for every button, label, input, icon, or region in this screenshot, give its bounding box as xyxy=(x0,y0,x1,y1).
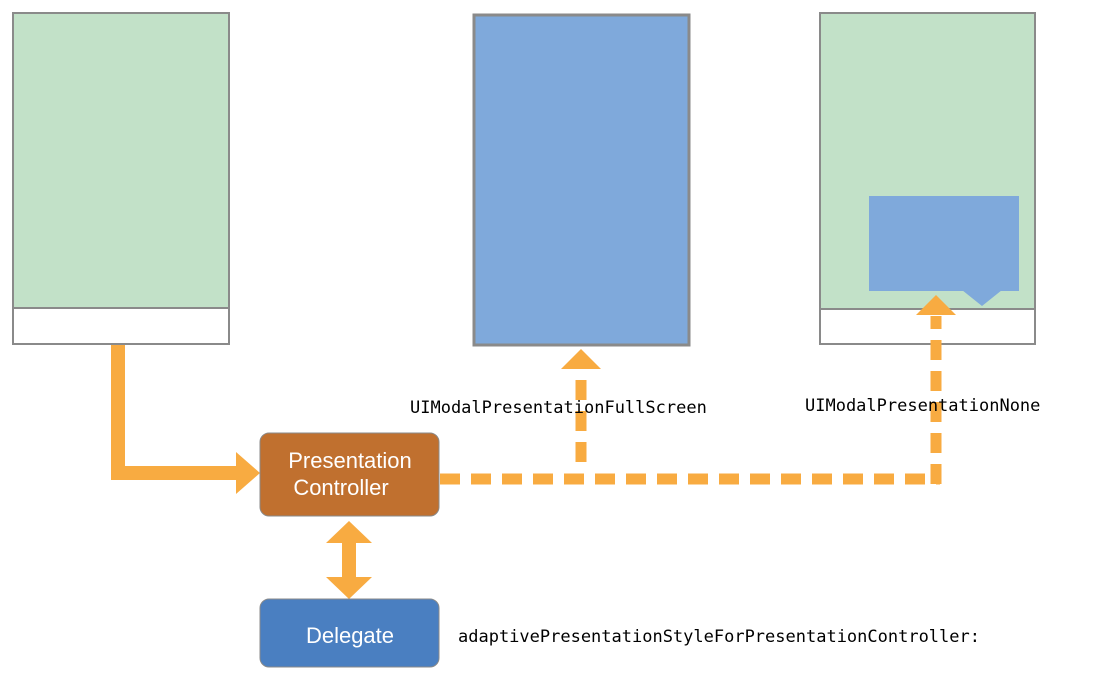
popover-result-screen xyxy=(819,12,1036,345)
delegate-node: Delegate xyxy=(259,598,440,668)
presentation-controller-node: Presentation Controller xyxy=(259,432,440,517)
presentation-controller-label-line2: Controller xyxy=(293,475,388,500)
source-screen-footer xyxy=(12,307,230,345)
source-screen-body xyxy=(12,12,230,309)
source-to-controller-arrow xyxy=(111,345,260,494)
delegate-method-label: adaptivePresentationStyleForPresentation… xyxy=(458,627,980,647)
popover xyxy=(869,196,1019,306)
delegate-box xyxy=(259,598,440,668)
source-to-controller-arrowhead xyxy=(236,452,260,494)
popover-tail xyxy=(962,290,1002,306)
controller-delegate-arrowhead-up xyxy=(326,521,372,543)
none-style-label: UIModalPresentationNone xyxy=(805,396,1040,416)
source-screen xyxy=(12,12,230,345)
dashed-adaptation-arrows xyxy=(440,295,956,485)
popover-body xyxy=(869,196,1019,291)
controller-delegate-arrow xyxy=(326,521,372,599)
none-arrowhead xyxy=(916,295,956,315)
controller-delegate-arrowhead-down xyxy=(326,577,372,599)
delegate-label: Delegate xyxy=(306,623,394,648)
presentation-controller-label-line1: Presentation xyxy=(288,448,412,473)
source-to-controller-line xyxy=(111,345,240,480)
fullscreen-result-screen-body xyxy=(472,13,691,347)
fullscreen-result-screen xyxy=(472,13,691,347)
presentation-controller-box xyxy=(259,432,440,517)
controller-delegate-shaft xyxy=(342,537,356,585)
fullscreen-style-label: UIModalPresentationFullScreen xyxy=(410,398,707,418)
fullscreen-arrowhead xyxy=(561,349,601,369)
